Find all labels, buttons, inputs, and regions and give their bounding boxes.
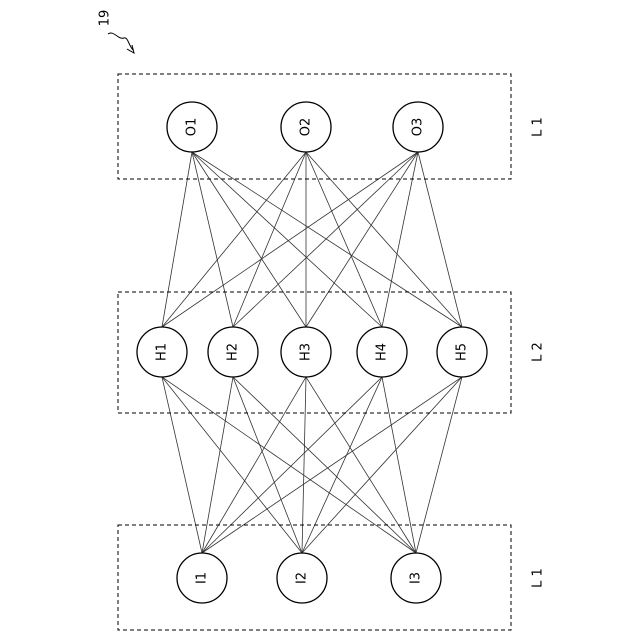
node-h1: H1 xyxy=(137,327,187,377)
reference-numeral: 19 xyxy=(98,10,113,27)
node-h2: H2 xyxy=(208,327,258,377)
edge-i3-h4 xyxy=(382,377,416,553)
edge-h1-o1 xyxy=(162,152,192,327)
edge-h2-o1 xyxy=(192,152,233,327)
node-h4: H4 xyxy=(357,327,407,377)
node-label: H1 xyxy=(155,343,170,361)
node-label: H3 xyxy=(299,343,314,361)
edge-i1-h1 xyxy=(162,377,202,553)
node-label: I1 xyxy=(195,572,210,584)
node-label: I2 xyxy=(295,572,310,584)
edge-h1-o3 xyxy=(162,152,418,327)
edge-i3-h1 xyxy=(162,377,416,553)
layer-label-output: L 1 xyxy=(531,117,546,137)
edge-h4-o1 xyxy=(192,152,382,327)
reference-arrow-icon xyxy=(108,33,133,50)
edge-h2-o2 xyxy=(233,152,306,327)
edge-i3-h3 xyxy=(306,377,416,553)
node-label: H5 xyxy=(455,343,470,361)
network-nodes: O1 O2 O3H1 H2 H3 H4 H5I1 I2 I3 xyxy=(137,102,487,603)
node-o1: O1 xyxy=(167,102,217,152)
edge-i2-h1 xyxy=(162,377,302,553)
edge-h5-o3 xyxy=(418,152,462,327)
node-i3: I3 xyxy=(391,553,441,603)
node-i2: I2 xyxy=(277,553,327,603)
edge-h1-o2 xyxy=(162,152,306,327)
node-label: O3 xyxy=(411,118,426,137)
edge-i2-h5 xyxy=(302,377,462,553)
node-label: I3 xyxy=(409,572,424,584)
node-h5: H5 xyxy=(437,327,487,377)
edge-i3-h2 xyxy=(233,377,416,553)
node-h3: H3 xyxy=(281,327,331,377)
node-label: H2 xyxy=(226,343,241,361)
edge-i2-h3 xyxy=(302,377,306,553)
node-i1: I1 xyxy=(177,553,227,603)
edge-h3-o1 xyxy=(192,152,306,327)
edge-h4-o2 xyxy=(306,152,382,327)
edge-h5-o1 xyxy=(192,152,462,327)
edge-h5-o2 xyxy=(306,152,462,327)
edge-h3-o3 xyxy=(306,152,418,327)
layer-label-hidden: L 2 xyxy=(531,342,546,362)
layer-label-input: L 1 xyxy=(531,568,546,588)
node-label: O2 xyxy=(299,118,314,137)
edge-h2-o3 xyxy=(233,152,418,327)
node-o2: O2 xyxy=(281,102,331,152)
edge-h4-o3 xyxy=(382,152,418,327)
node-label: O1 xyxy=(185,118,200,137)
node-label: H4 xyxy=(375,343,390,361)
edge-i2-h4 xyxy=(302,377,382,553)
node-o3: O3 xyxy=(393,102,443,152)
